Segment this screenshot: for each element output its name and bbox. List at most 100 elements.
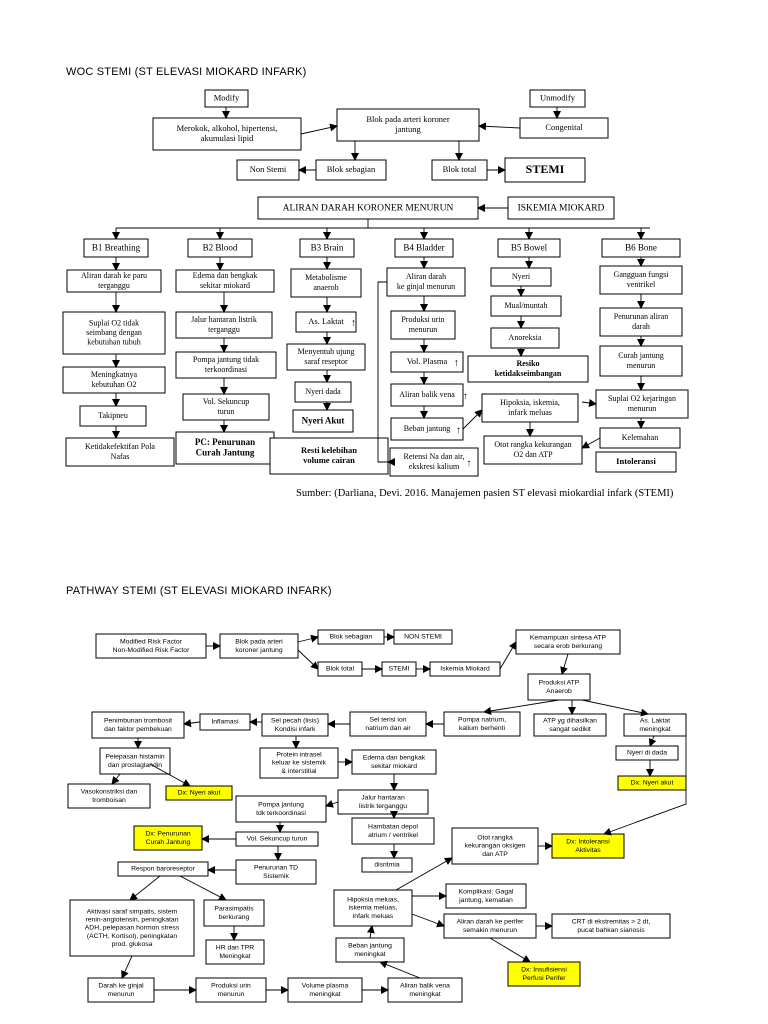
svg-text:Metabolisme: Metabolisme	[305, 273, 347, 282]
svg-text:turun: turun	[218, 407, 235, 416]
svg-text:B2 Blood: B2 Blood	[203, 242, 238, 252]
svg-text:menurun: menurun	[627, 361, 655, 370]
svg-text:natrium dan air: natrium dan air	[365, 725, 411, 732]
connector-arrow	[560, 653, 569, 675]
svg-text:kekurangan oksigen: kekurangan oksigen	[465, 843, 526, 850]
svg-text:jantung, kematian: jantung, kematian	[458, 897, 513, 904]
svg-text:Sel terisi ion: Sel terisi ion	[369, 717, 406, 724]
svg-text:terganggu: terganggu	[98, 281, 130, 290]
connector-arrow	[462, 409, 483, 430]
node-b4: B4 Bladder	[394, 238, 454, 258]
connector-arrow	[379, 960, 421, 979]
svg-text:Anoreksia: Anoreksia	[509, 333, 542, 342]
svg-text:Nyeri dada: Nyeri dada	[305, 387, 341, 396]
svg-text:Dx: Nyeri akut: Dx: Nyeri akut	[178, 790, 221, 797]
svg-text:Hambatan depol: Hambatan depol	[368, 824, 418, 831]
svg-text:Curah Jantung: Curah Jantung	[146, 839, 191, 846]
svg-text:Edema dan bengkak: Edema dan bengkak	[363, 755, 426, 762]
svg-text:prod. glukosa: prod. glukosa	[112, 941, 153, 948]
node-stemi: STEMI	[504, 157, 586, 183]
svg-text:pucat bahkan sianosis: pucat bahkan sianosis	[577, 927, 645, 934]
svg-text:Protein intrasel: Protein intrasel	[276, 752, 322, 759]
node-b1-4: Takipneu	[79, 405, 147, 427]
node-iskemia: Iskemia Miokard	[429, 661, 501, 677]
node-blok-total: Blok total	[317, 661, 363, 677]
svg-text:Dx: Intoleransi: Dx: Intoleransi	[566, 839, 610, 846]
svg-text:meningkat: meningkat	[639, 726, 670, 733]
node-b5-1: Nyeri	[490, 267, 552, 287]
connector-arrow	[581, 699, 649, 717]
svg-text:B5 Bowel: B5 Bowel	[511, 242, 548, 252]
up-arrow-icon: ↑	[463, 391, 468, 402]
svg-text:Otot rangka: Otot rangka	[477, 835, 513, 842]
svg-text:iskemia meluas,: iskemia meluas,	[349, 905, 398, 912]
svg-text:Nafas: Nafas	[111, 452, 130, 461]
svg-text:Ketidakefektifan Pola: Ketidakefektifan Pola	[85, 442, 155, 451]
svg-text:& interstitial: & interstitial	[281, 768, 317, 775]
svg-text:Vol. Plasma: Vol. Plasma	[407, 356, 448, 366]
svg-text:Dx: Penurunan: Dx: Penurunan	[145, 831, 191, 838]
svg-text:renin-angiotensin, peningkatan: renin-angiotensin, peningkatan	[86, 917, 179, 924]
svg-text:sangat sedikit: sangat sedikit	[549, 726, 591, 733]
node-b5: B5 Bowel	[497, 238, 561, 258]
svg-text:Non-Modified Risk Factor: Non-Modified Risk Factor	[113, 647, 190, 654]
svg-text:dan prostaglandin: dan prostaglandin	[108, 762, 162, 769]
node-b5-2: Mual/muntah	[490, 295, 562, 317]
svg-text:Blok total: Blok total	[326, 666, 354, 673]
svg-text:meningkat: meningkat	[354, 951, 385, 958]
woc-source: Sumber: (Darliana, Devi. 2016. Manajemen…	[296, 488, 674, 499]
node-merokok: Merokok, alkohol, hipertensi,akumulasi l…	[152, 117, 302, 151]
svg-text:Menyentuh ujung: Menyentuh ujung	[298, 347, 355, 356]
node-b1: B1 Breathing	[83, 238, 149, 258]
connector-arrow	[111, 773, 121, 785]
pathway-title: PATHWAY STEMI (ST ELEVASI MIOKARD INFARK…	[66, 585, 332, 597]
svg-text:semakin menurun: semakin menurun	[463, 927, 517, 934]
connector-arrow	[366, 925, 375, 939]
svg-text:Congenital: Congenital	[545, 122, 583, 132]
node-pompa-natrium: Pompa natrium,kalium berhenti	[443, 711, 521, 737]
svg-text:Sel pecah (lisis): Sel pecah (lisis)	[271, 718, 319, 725]
svg-text:Blok sebagian: Blok sebagian	[327, 164, 376, 174]
svg-text:ke ginjal menurun: ke ginjal menurun	[397, 282, 455, 291]
svg-text:Sistemik: Sistemik	[263, 873, 289, 880]
connector-arrow	[499, 641, 517, 670]
connector-arrow	[297, 649, 319, 670]
svg-text:Penurunan aliran: Penurunan aliran	[614, 312, 668, 321]
svg-text:B6 Bone: B6 Bone	[625, 242, 657, 252]
connector-arrow	[149, 763, 191, 787]
svg-text:As. Laktat: As. Laktat	[308, 316, 344, 326]
svg-text:Hipoksia, iskemia,: Hipoksia, iskemia,	[500, 398, 560, 407]
svg-text:Produksi urin: Produksi urin	[211, 983, 251, 990]
svg-text:secara erob berkurang: secara erob berkurang	[534, 643, 603, 650]
svg-text:tromboisan: tromboisan	[92, 797, 126, 804]
svg-text:Parasimpatis: Parasimpatis	[214, 906, 254, 913]
node-b4-3: Vol. Plasma↑	[390, 351, 464, 373]
svg-text:ISKEMIA MIOKARD: ISKEMIA MIOKARD	[518, 203, 605, 213]
svg-text:menurun: menurun	[108, 991, 135, 998]
node-non-stemi: Non Stemi	[236, 159, 300, 181]
connector-arrow	[377, 281, 390, 463]
svg-text:ekskresi kalium: ekskresi kalium	[409, 462, 460, 471]
svg-text:Hipoksia meluas,: Hipoksia meluas,	[347, 897, 399, 904]
svg-text:seimbang dengan: seimbang dengan	[86, 328, 142, 337]
svg-text:B3 Brain: B3 Brain	[311, 242, 344, 252]
svg-text:STEMI: STEMI	[389, 666, 410, 673]
